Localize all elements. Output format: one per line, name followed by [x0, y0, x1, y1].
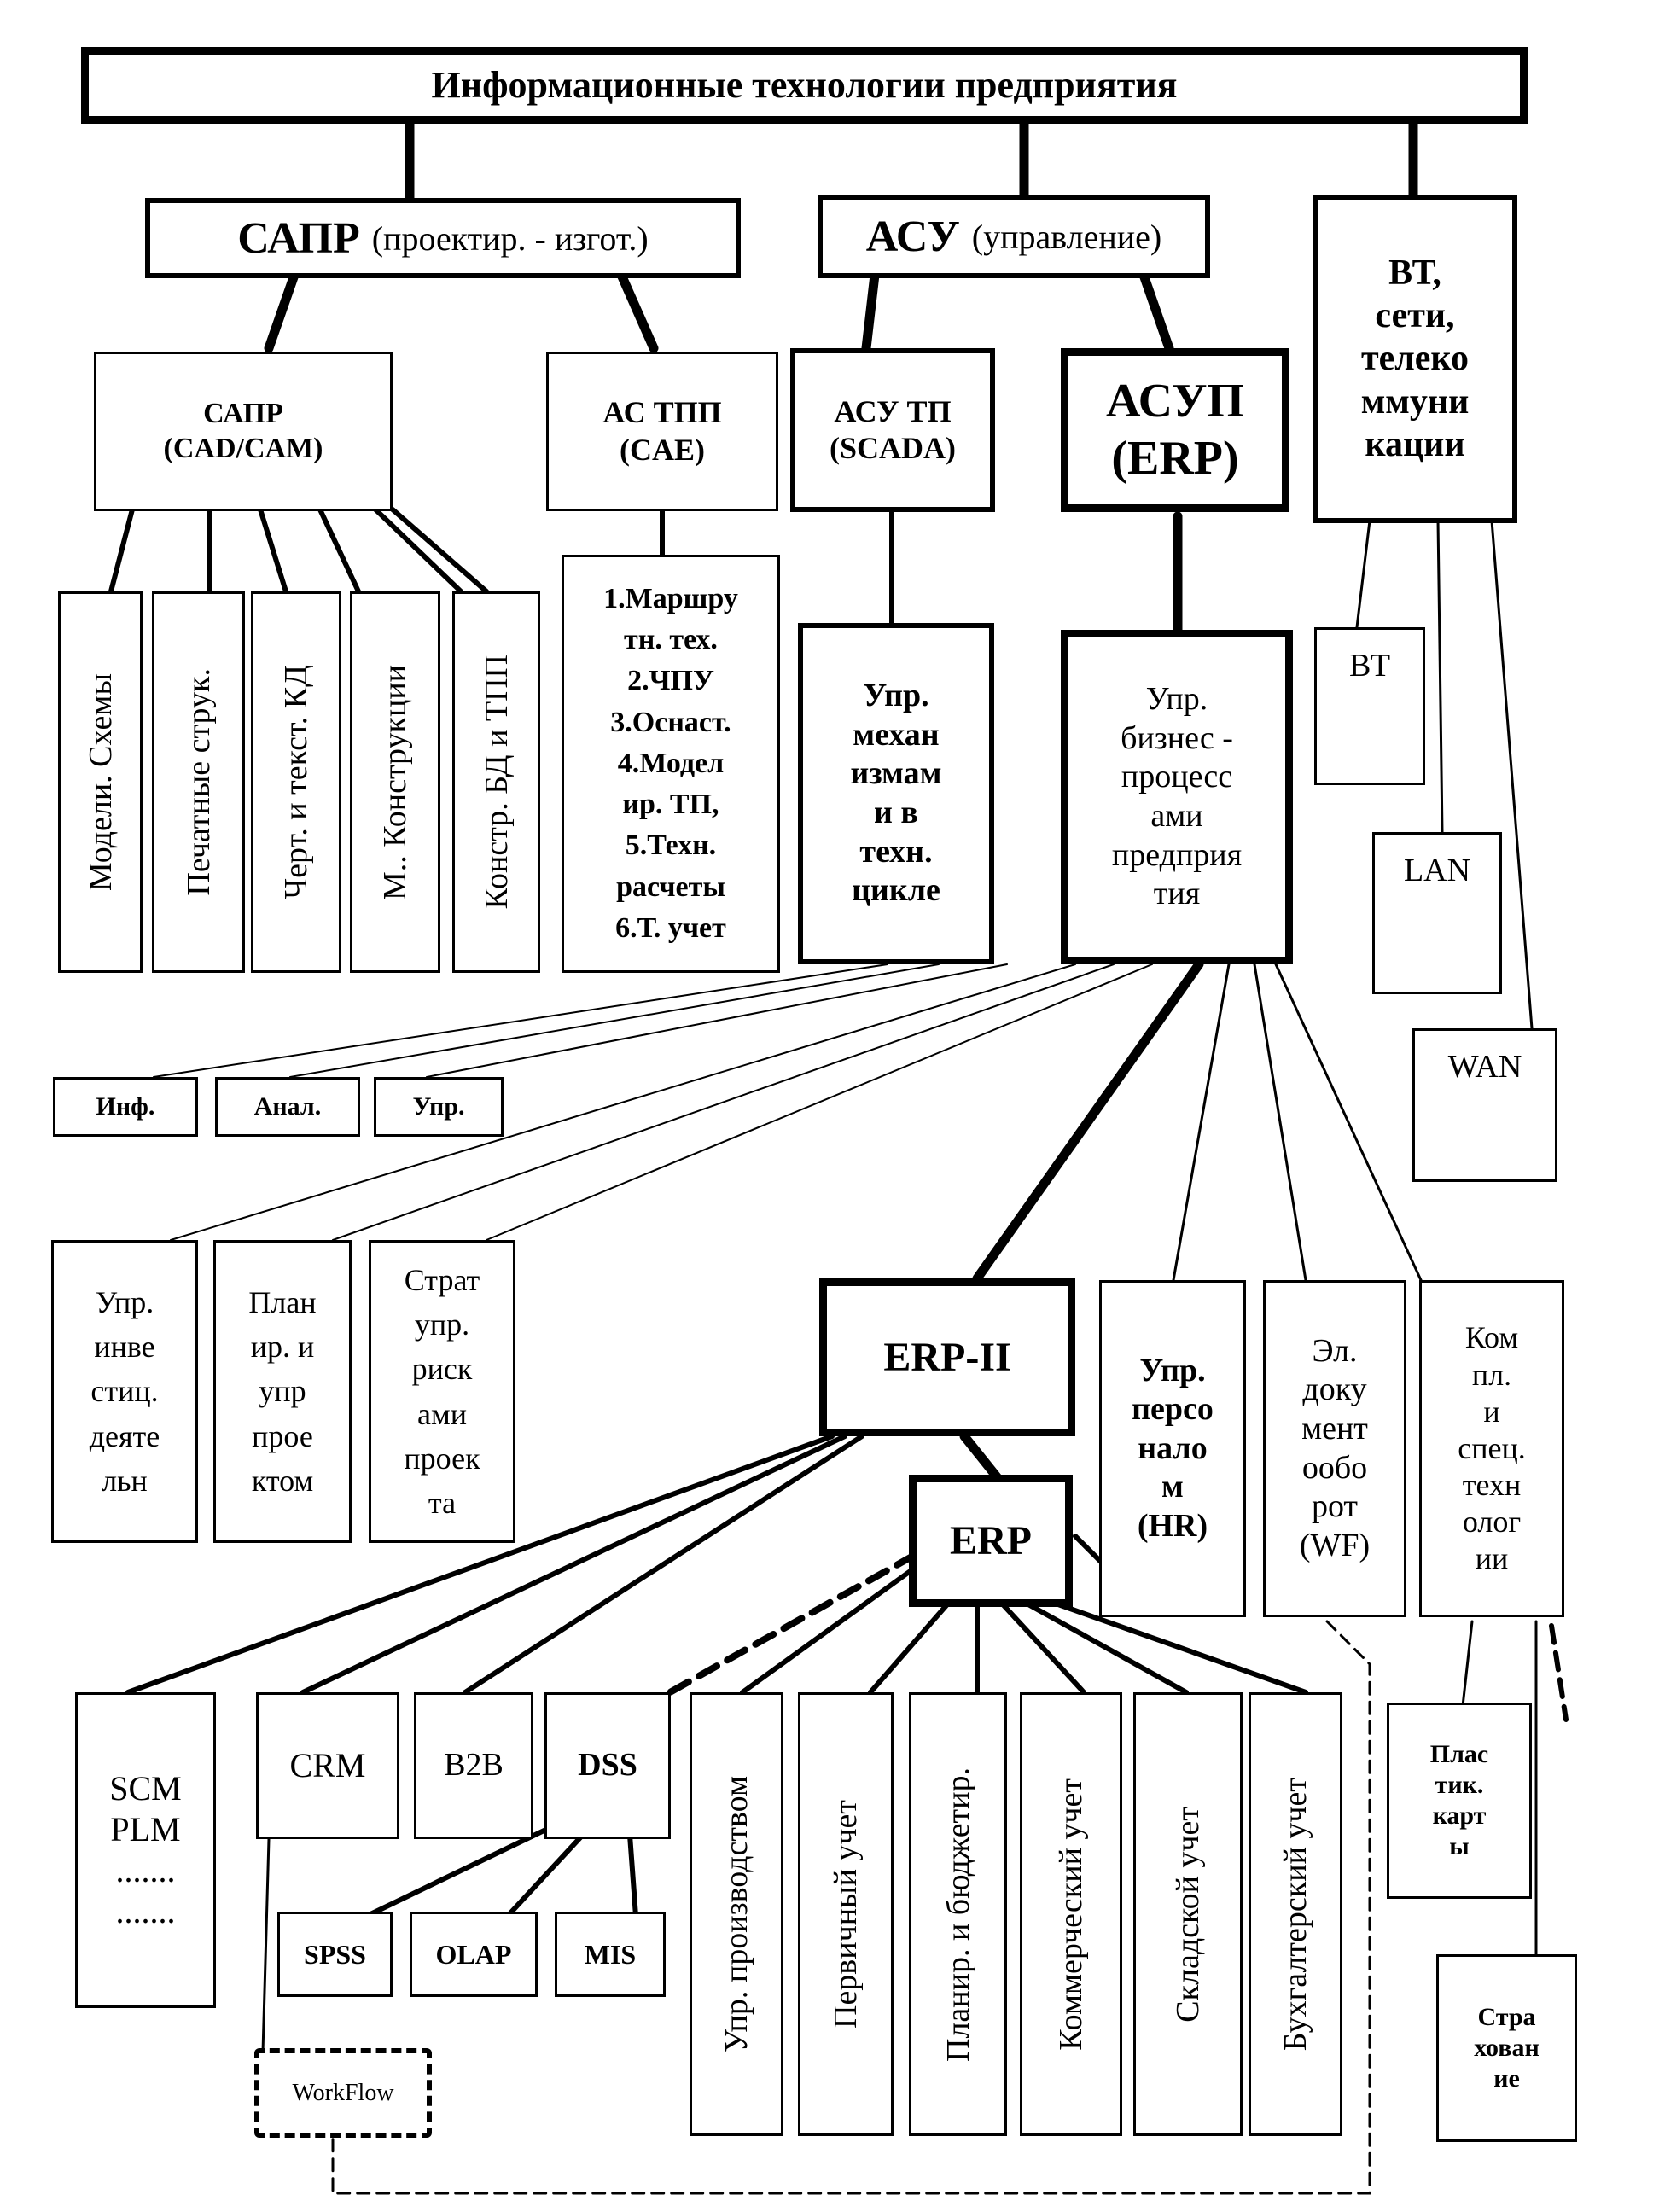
- hr-box: Упр. персо нало м (HR): [1099, 1280, 1246, 1617]
- sapr-item-models: Модели. Схемы: [58, 591, 143, 973]
- tpp-tasks-list: 1.Маршру тн. тех. 2.ЧПУ 3.Оснаст. 4.Моде…: [562, 555, 780, 973]
- project-planning-box: План ир. и упр прое ктом: [213, 1240, 352, 1543]
- erp-item-label: Бухгалтерский учет: [1278, 1777, 1313, 2052]
- erp-item-label: Первичный учет: [828, 1800, 864, 2029]
- sapr-item-label: Черт. и текст. КД: [278, 665, 314, 899]
- asu-note: (управление): [971, 217, 1162, 256]
- sapr-item-drawings: Черт. и текст. КД: [251, 591, 341, 973]
- sapr-item-db: Констр. БД и ТПП: [452, 591, 540, 973]
- insurance-box: Стра хован ие: [1436, 1954, 1577, 2142]
- sapr-name: САПР: [237, 213, 360, 263]
- asup-description: Упр. бизнес - процесс ами предприя тия: [1061, 630, 1293, 964]
- erp-item-accounting: Бухгалтерский учет: [1249, 1692, 1342, 2136]
- plastic-cards-box: Плас тик. карт ы: [1387, 1703, 1532, 1899]
- asu-tp-description: Упр. механ измам и в техн. цикле: [798, 623, 994, 964]
- erp-item-budget: Планир. и бюджетир.: [909, 1692, 1007, 2136]
- erp-box: ERP: [909, 1475, 1073, 1607]
- diagram-title: Информационные технологии предприятия: [81, 47, 1528, 124]
- invest-box: Упр. инве стиц. деяте льн: [51, 1240, 198, 1543]
- asu-tp-box: АСУ ТП (SCADA): [790, 348, 995, 512]
- erp-item-warehouse: Складской учет: [1133, 1692, 1243, 2136]
- small-box-analysis: Анал.: [215, 1077, 360, 1137]
- vt-box: ВТ: [1314, 627, 1425, 785]
- workflow-docs-box: Эл. доку мент oобо рот (WF): [1263, 1280, 1406, 1617]
- sapr-box: САПР (проектир. - изгот.): [145, 198, 741, 278]
- as-tpp-box: АС ТПП (CAE): [546, 352, 778, 511]
- sapr-item-label: М.. Конструкции: [377, 664, 413, 900]
- erp-item-commercial: Коммерческий учет: [1020, 1692, 1122, 2136]
- erp-item-label: Упр. производством: [719, 1776, 754, 2052]
- asup-box: АСУП (ERP): [1061, 348, 1289, 512]
- sapr-item-constructions: М.. Конструкции: [350, 591, 440, 973]
- asu-name: АСУ: [865, 212, 960, 261]
- mis-box: MIS: [555, 1912, 666, 1997]
- erp-item-primary: Первичный учет: [798, 1692, 894, 2136]
- sapr-note: (проектир. - изгот.): [371, 218, 649, 258]
- sapr-item-label: Модели. Схемы: [82, 672, 119, 892]
- erp-item-label: Планир. и бюджетир.: [940, 1767, 976, 2062]
- risk-box: Страт упр. риск ами проек та: [369, 1240, 515, 1543]
- scm-plm-box: SCM PLM ....... .......: [75, 1692, 216, 2008]
- crm-box: CRM: [256, 1692, 399, 1839]
- olap-box: OLAP: [410, 1912, 538, 1997]
- small-box-control: Упр.: [374, 1077, 504, 1137]
- erp-item-label: Коммерческий учет: [1053, 1778, 1089, 2051]
- spss-box: SPSS: [277, 1912, 393, 1997]
- dss-box: DSS: [544, 1692, 671, 1839]
- sapr-cad-box: САПР (CAD/CAM): [94, 352, 393, 511]
- erp-ii-box: ERP-II: [819, 1278, 1075, 1436]
- b2b-box: B2B: [414, 1692, 533, 1839]
- sapr-item-label: Печатные струк.: [180, 668, 217, 896]
- sapr-item-printed: Печатные струк.: [152, 591, 245, 973]
- erp-item-production: Упр. производством: [690, 1692, 783, 2136]
- asu-box: АСУ (управление): [818, 195, 1210, 278]
- workflow-box: WorkFlow: [254, 2048, 432, 2138]
- small-box-info: Инф.: [53, 1077, 198, 1137]
- vt-networks-box: ВТ, сети, телеко ммуни кации: [1313, 195, 1517, 523]
- sapr-item-label: Констр. БД и ТПП: [478, 655, 515, 910]
- complex-tech-box: Ком пл. и спец. техн олог ии: [1419, 1280, 1564, 1617]
- erp-item-label: Складской учет: [1170, 1806, 1206, 2023]
- connectors: [108, 114, 1569, 2195]
- wan-box: WAN: [1412, 1028, 1557, 1182]
- lan-box: LAN: [1372, 832, 1502, 994]
